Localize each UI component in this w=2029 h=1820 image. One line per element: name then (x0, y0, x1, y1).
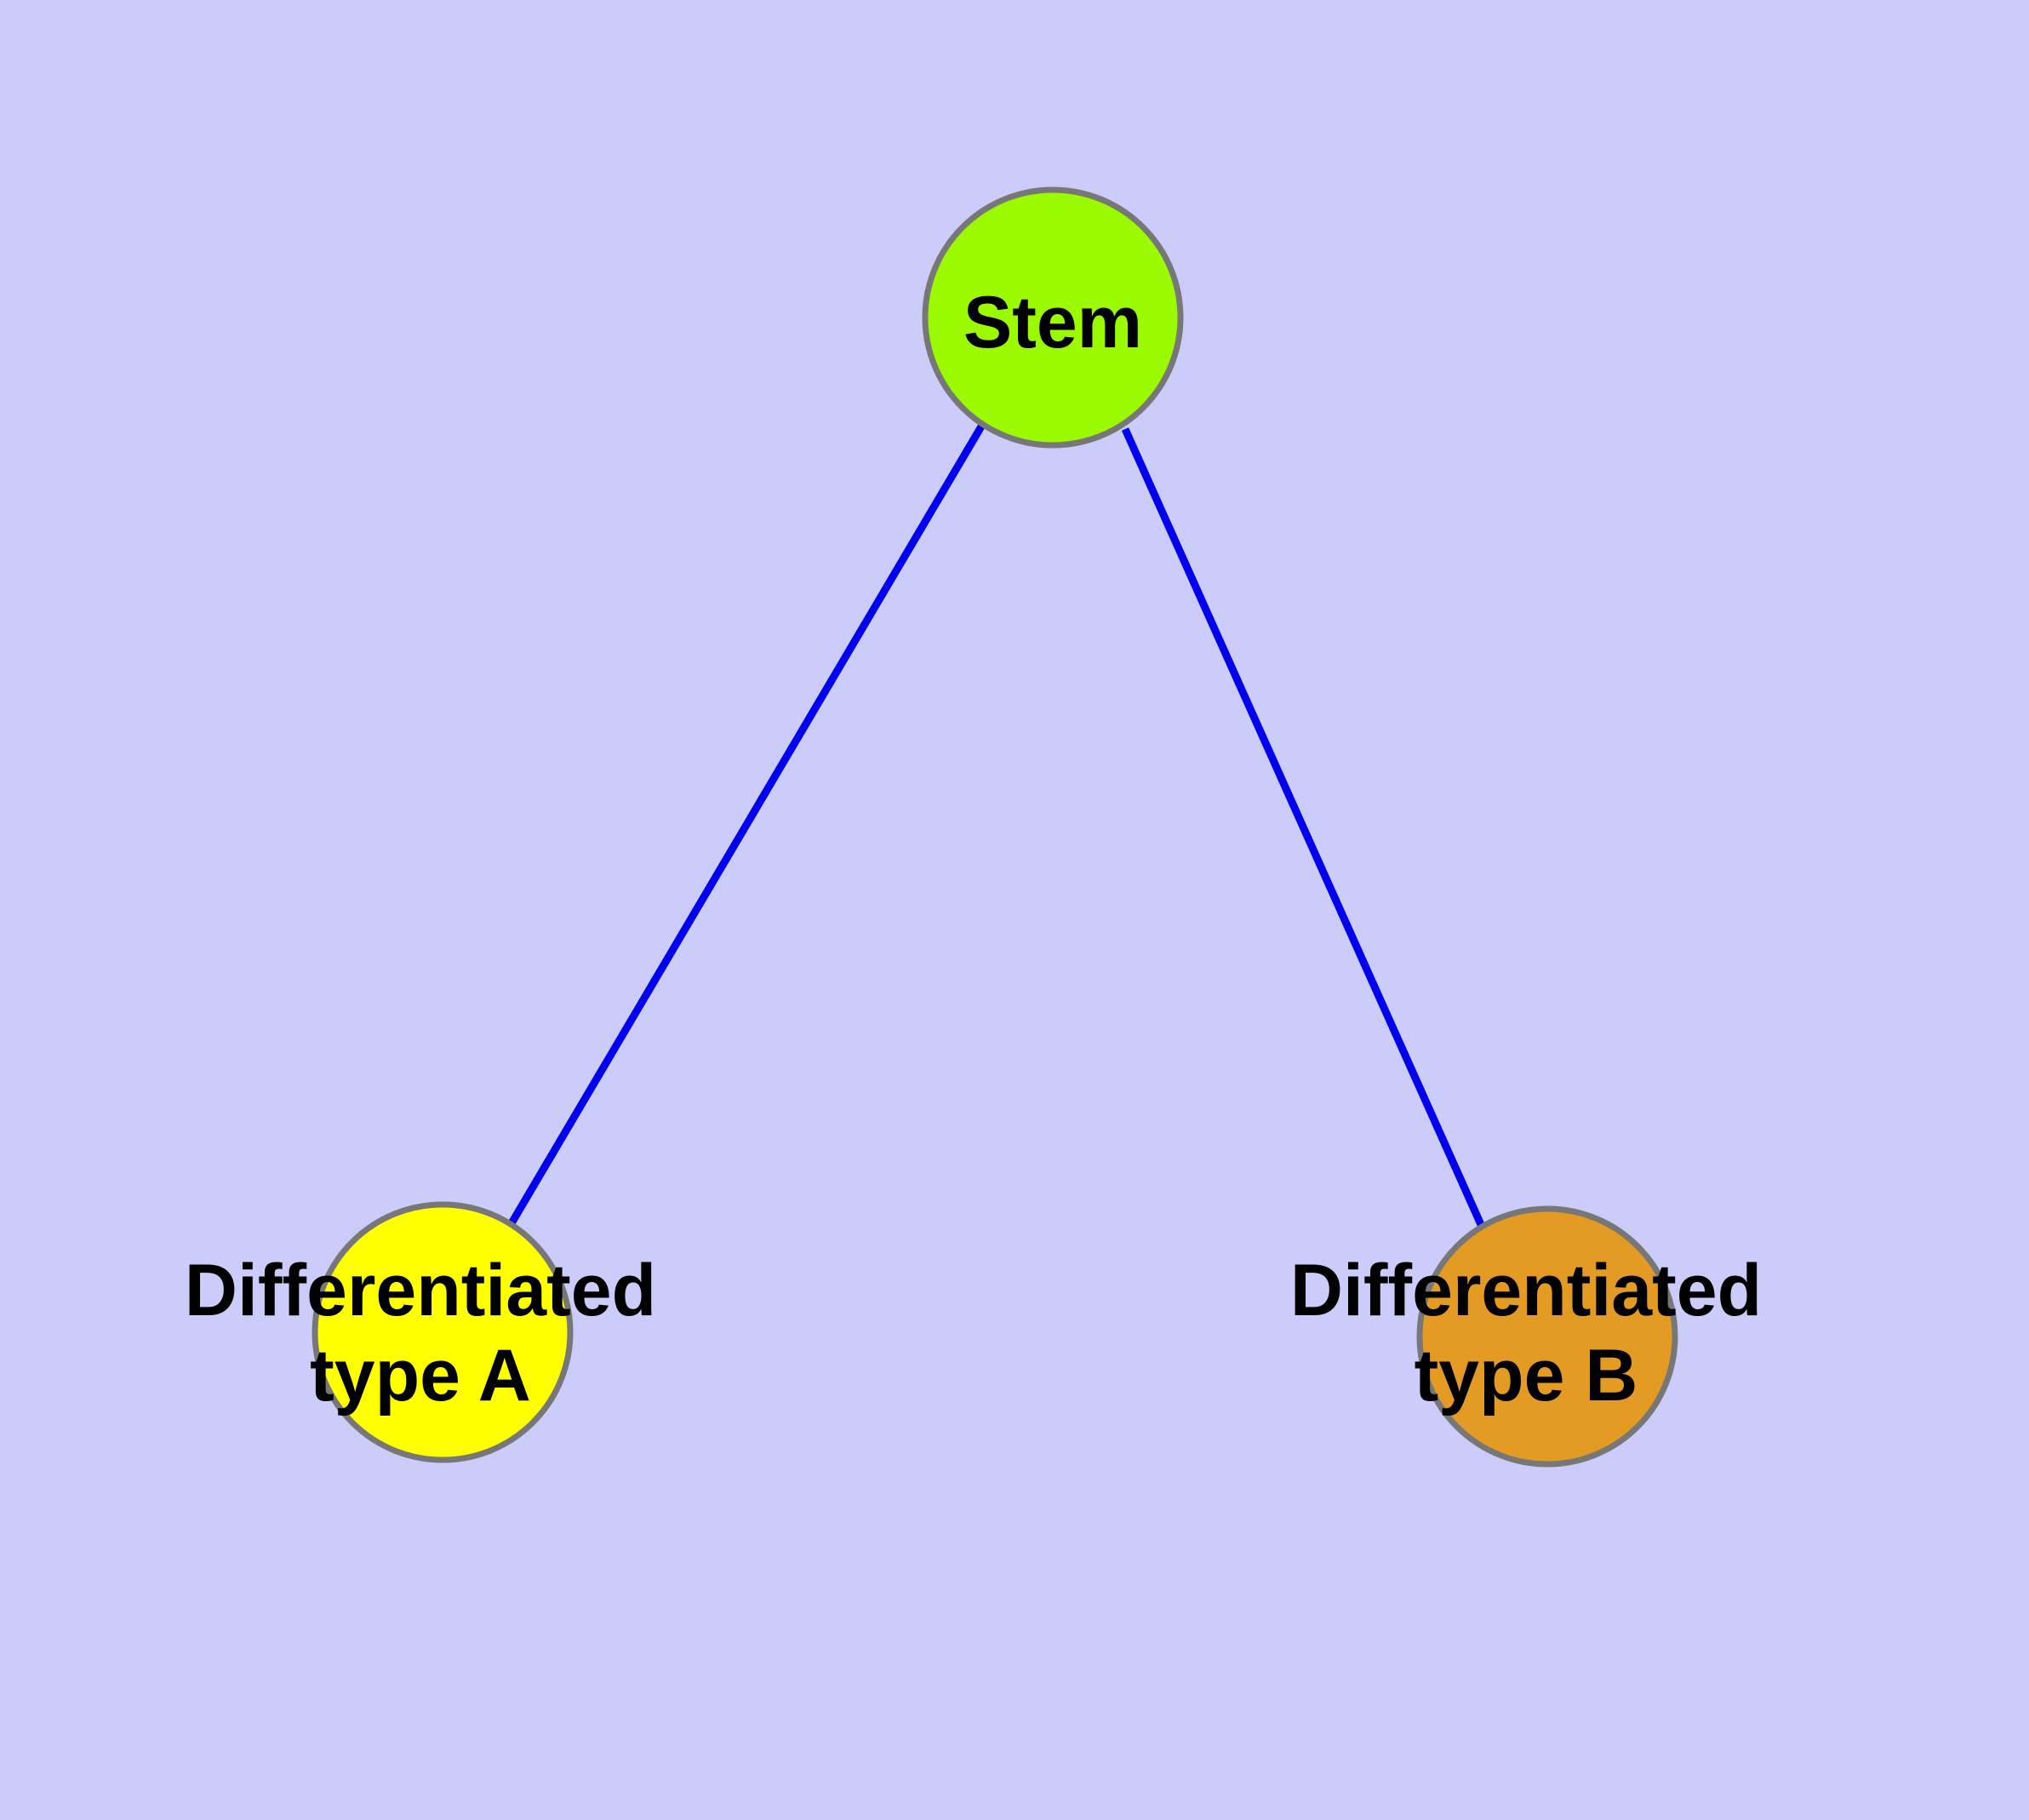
node-diff-a[interactable]: Differentiated type A (185, 1201, 656, 1463)
edge-stem-to-diff-a[interactable] (508, 424, 985, 1226)
node-diff-a-label-line-1: Differentiated (185, 1250, 656, 1331)
node-layer: Stem Differentiated type A Differentiate… (185, 186, 1762, 1468)
node-stem-label: Stem (963, 282, 1142, 363)
node-diff-b-label-line-1: Differentiated (1290, 1250, 1762, 1331)
node-stem-circle[interactable] (922, 186, 1184, 449)
node-diff-a-label-line-2: type A (310, 1335, 531, 1417)
node-stem[interactable]: Stem (922, 186, 1184, 449)
edge-stem-to-diff-b[interactable] (1121, 427, 1487, 1230)
node-diff-b[interactable]: Differentiated type B (1290, 1205, 1762, 1468)
node-diff-b-label-line-2: type B (1415, 1335, 1638, 1417)
node-diff-a-circle[interactable] (311, 1201, 574, 1463)
node-diff-b-circle[interactable] (1416, 1205, 1678, 1468)
edge-layer (508, 424, 1487, 1230)
